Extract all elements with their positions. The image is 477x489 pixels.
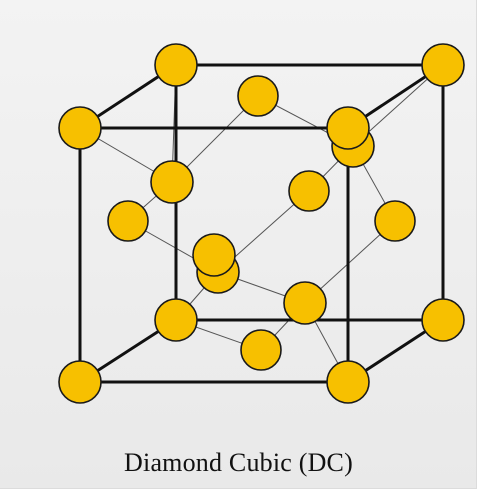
atom-interior <box>150 160 194 204</box>
atom-corner <box>421 298 465 342</box>
atom-face-front <box>192 233 236 277</box>
atom-corner <box>421 43 465 87</box>
atom-face-top <box>237 75 279 117</box>
diamond-cubic-lattice <box>58 43 465 404</box>
atom-face-bottom <box>240 329 282 371</box>
atom-corner <box>154 298 198 342</box>
atom-corner <box>154 43 198 87</box>
atom-face-back <box>288 170 330 212</box>
diagram-caption: Diamond Cubic (DC) <box>124 448 353 477</box>
atom-face-left <box>107 200 149 242</box>
atom-corner <box>58 106 102 150</box>
atoms <box>58 43 465 404</box>
atom-corner <box>326 106 370 150</box>
atom-corner <box>58 360 102 404</box>
atom-face-right <box>374 200 416 242</box>
atom-interior <box>283 281 327 325</box>
atom-corner <box>326 360 370 404</box>
